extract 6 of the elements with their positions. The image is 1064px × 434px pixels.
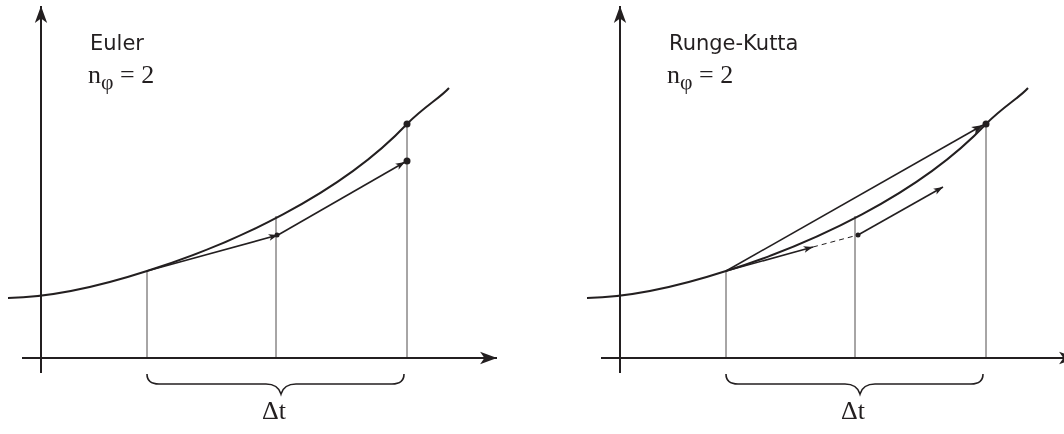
parameter-label: n$_{φ}$ = 2 bbox=[667, 62, 734, 94]
parameter-label: n$_{φ}$ = 2 bbox=[88, 62, 155, 94]
time-step-label: Δt bbox=[262, 398, 286, 424]
method-title: Runge-Kutta bbox=[669, 33, 799, 54]
time-step-label: Δt bbox=[841, 398, 865, 424]
method-title: Euler bbox=[90, 33, 144, 54]
